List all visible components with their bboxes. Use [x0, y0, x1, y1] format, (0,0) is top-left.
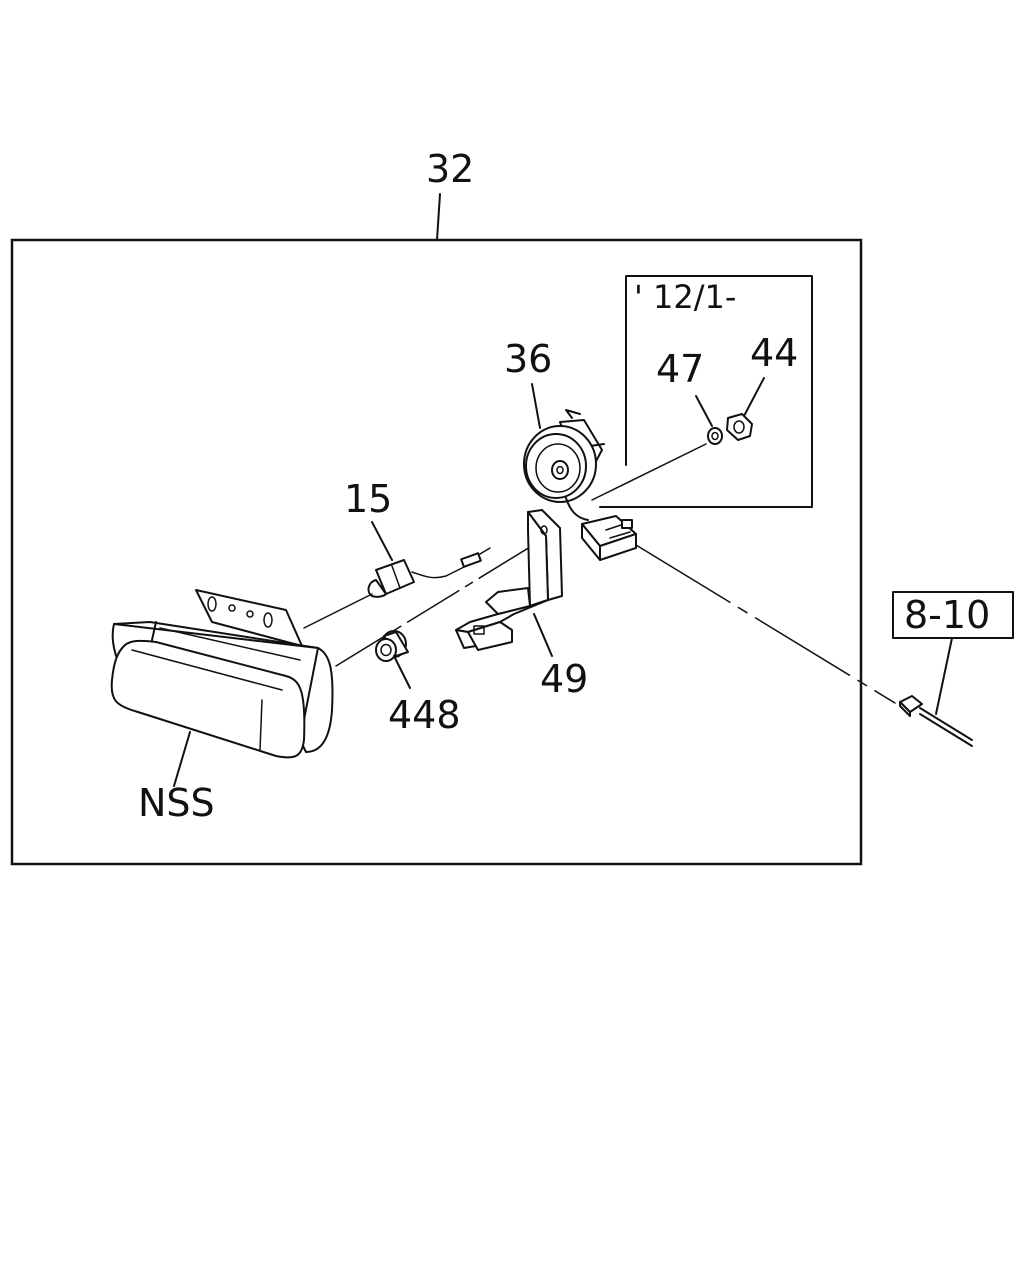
- leader-36: [531, 383, 541, 429]
- leader-32: [436, 193, 441, 241]
- spacer-part: [375, 630, 409, 662]
- nut-hole: [733, 420, 745, 434]
- label-47: 47: [656, 347, 704, 391]
- harness-dashed-line: [635, 544, 896, 704]
- socket-wire: [565, 497, 589, 521]
- label-36: 36: [504, 337, 552, 381]
- label-nss: NSS: [138, 781, 215, 825]
- leader-47: [695, 395, 713, 427]
- label-8-10: 8-10: [904, 593, 990, 637]
- connector-part: [581, 515, 637, 561]
- leader-15: [371, 521, 393, 561]
- label-date-note: ' 12/1-: [634, 278, 736, 316]
- label-49: 49: [540, 657, 588, 701]
- leader-nss: [173, 731, 191, 787]
- label-15: 15: [344, 477, 392, 521]
- washer-part: [707, 427, 723, 445]
- fog-lamp-part: [110, 589, 334, 759]
- leader-448: [393, 655, 411, 689]
- bracket-part: [455, 509, 563, 651]
- stud-axis-line: [591, 443, 707, 501]
- label-44: 44: [750, 331, 798, 375]
- nut-part: [726, 413, 753, 441]
- bulb-part: [367, 547, 491, 598]
- label-32: 32: [426, 147, 474, 191]
- washer-hole: [711, 431, 719, 441]
- assembly-frame: [10, 238, 863, 866]
- leader-49: [533, 613, 553, 657]
- bulb-axis-line: [303, 593, 373, 629]
- mount-axis-line: [335, 535, 549, 667]
- harness-plug-part: [899, 695, 973, 747]
- socket-cover-part: [523, 409, 605, 503]
- leader-44: [743, 377, 765, 417]
- date-subframe: [599, 275, 813, 508]
- leader-8-10: [935, 637, 953, 715]
- label-448: 448: [388, 693, 461, 737]
